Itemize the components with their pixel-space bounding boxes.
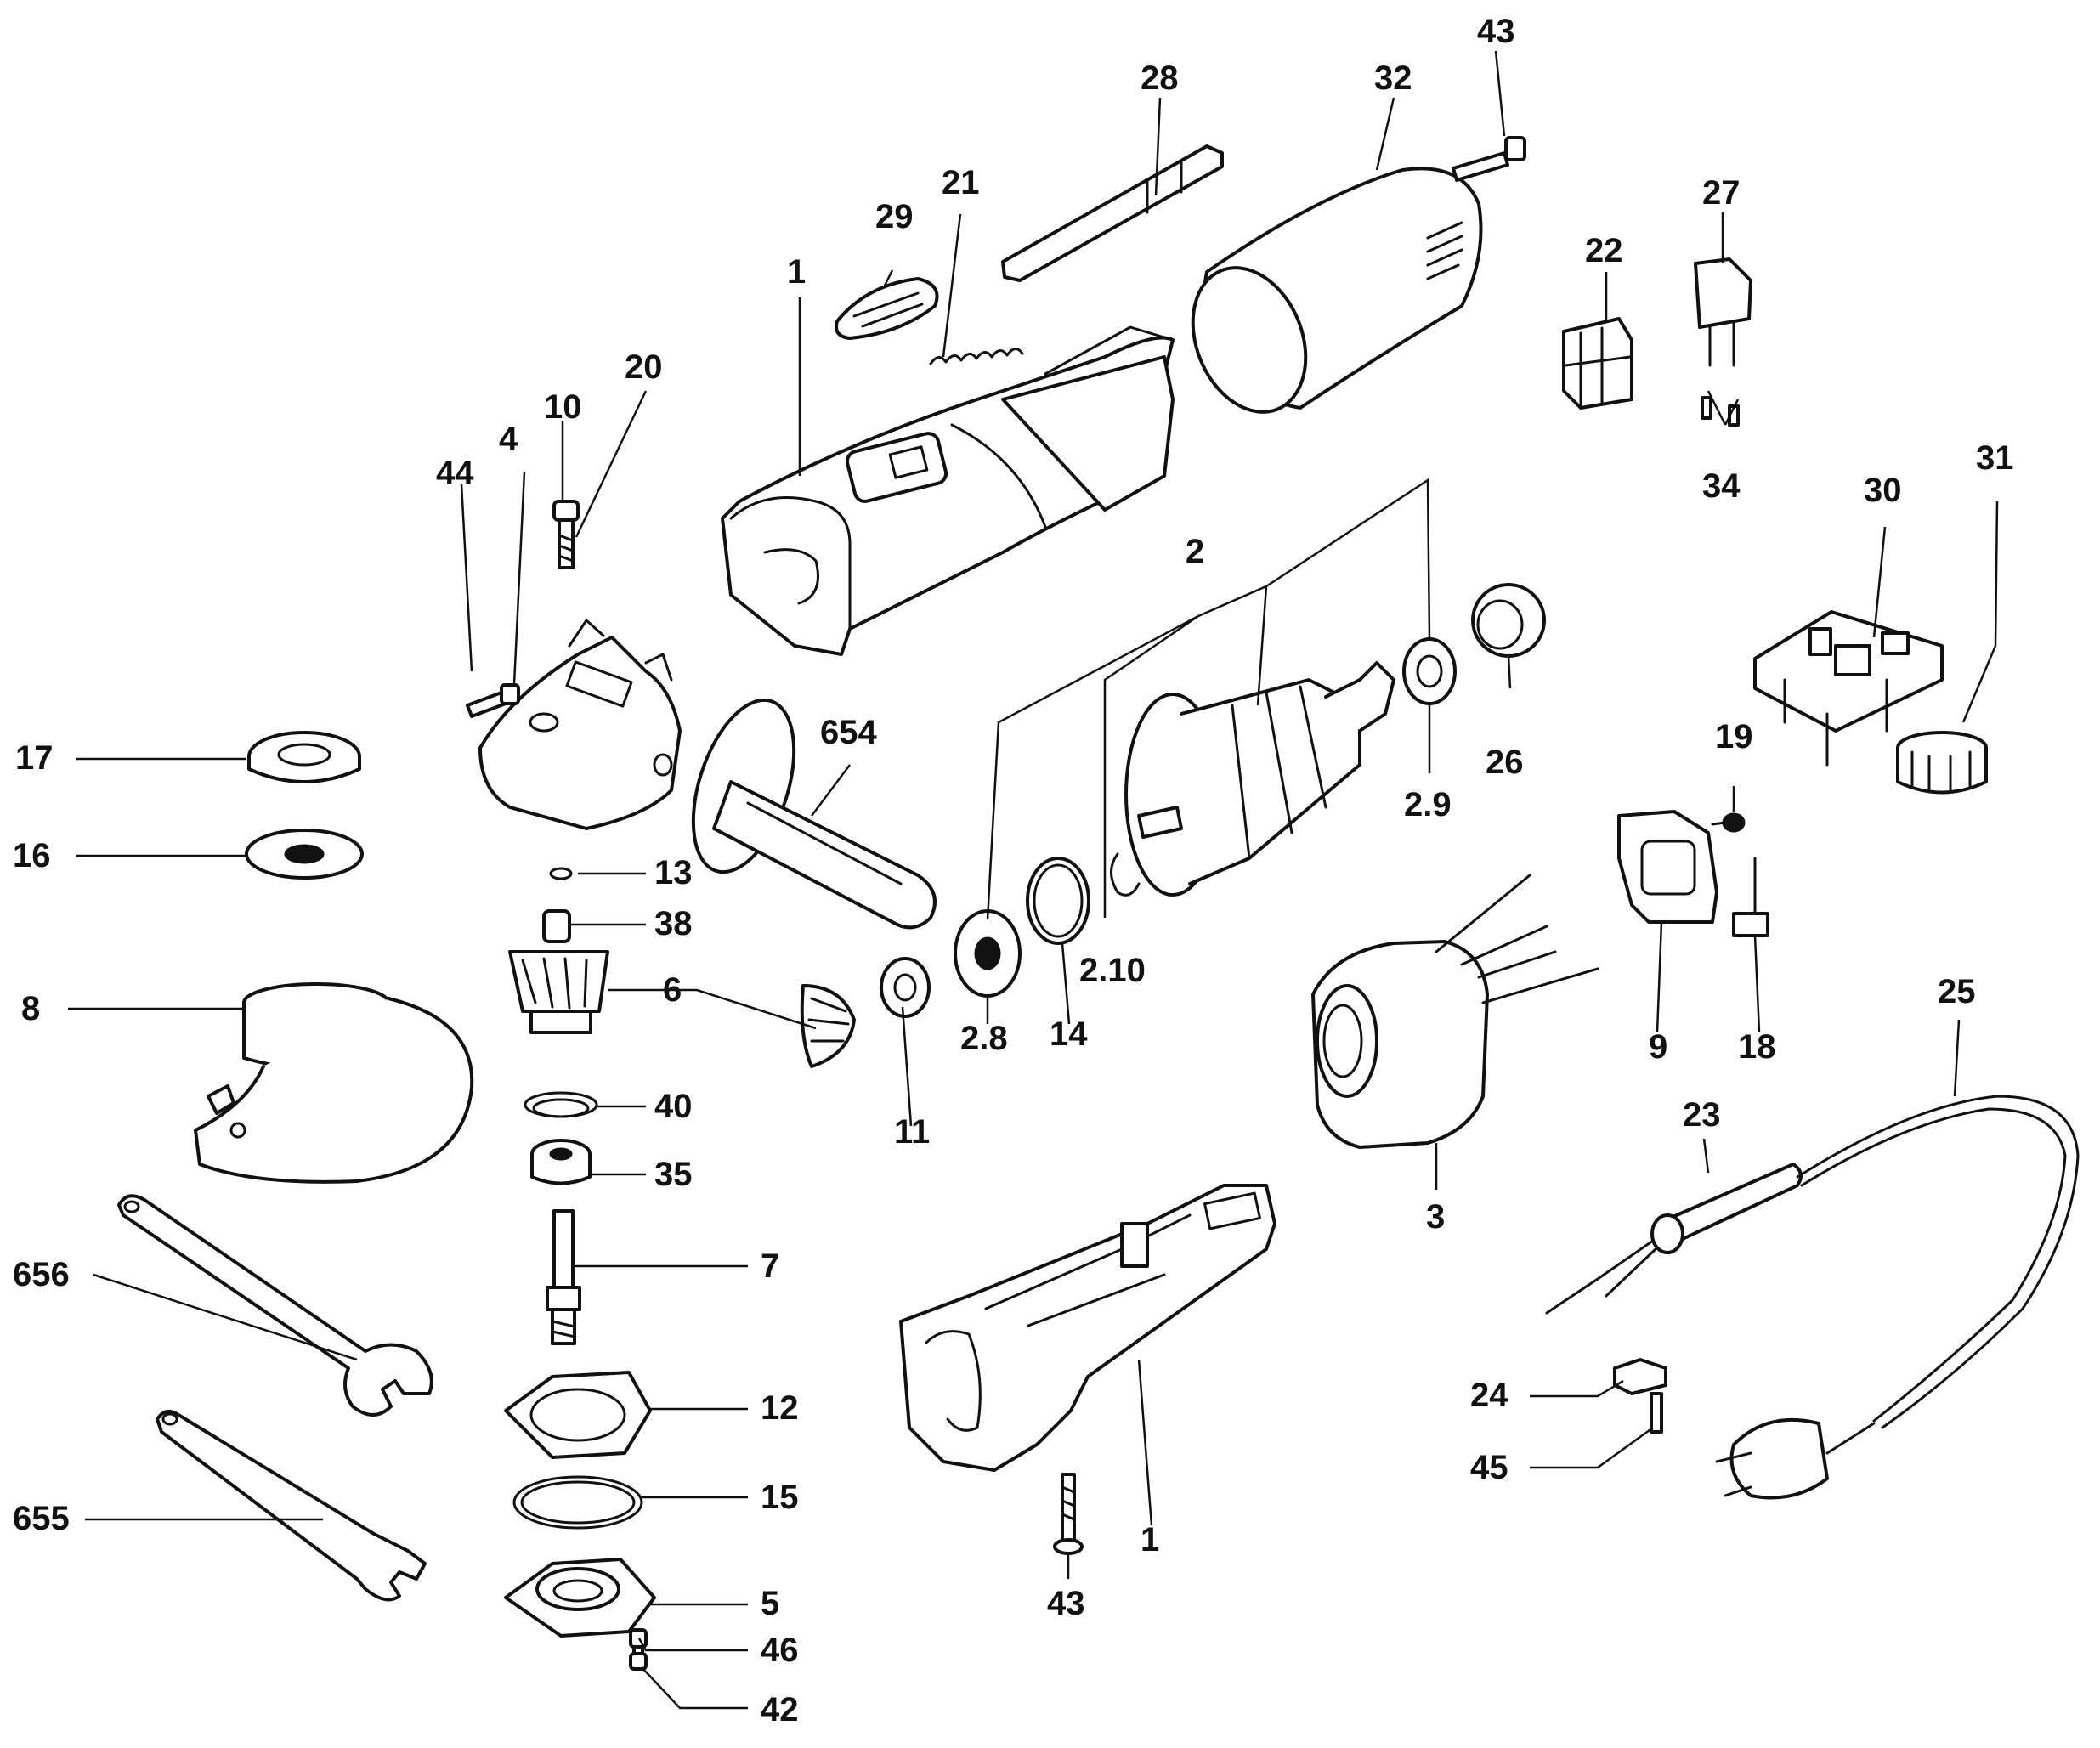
callout-4: 4	[499, 421, 518, 458]
callout-16: 16	[13, 837, 51, 874]
callout-12: 12	[761, 1389, 799, 1427]
part-32-motor-cover	[1191, 167, 1483, 414]
part-26-sleeve	[1471, 583, 1546, 658]
callout-28: 28	[1141, 59, 1179, 97]
callout-19: 19	[1715, 718, 1753, 755]
callout-27: 27	[1702, 174, 1741, 212]
part-655-wrench	[156, 1410, 427, 1602]
callout-18: 18	[1738, 1028, 1776, 1066]
part-17-clamp-nut	[247, 731, 361, 783]
part-23-strain-relief	[1545, 1163, 1803, 1315]
callout-20: 20	[625, 348, 663, 386]
part-11-washer	[880, 957, 931, 1018]
part-19-clip	[1711, 812, 1746, 833]
callout-46: 46	[761, 1632, 799, 1669]
leader-lines	[68, 50, 1999, 1710]
callout-10: 10	[544, 388, 582, 426]
callout-44: 44	[436, 455, 474, 492]
part-5-flange	[504, 1558, 656, 1638]
callout-21: 21	[942, 164, 980, 201]
callout-43-bottom: 43	[1047, 1585, 1085, 1622]
part-43-top-screw	[1452, 136, 1526, 182]
callout-30: 30	[1864, 472, 1902, 509]
part-30-board	[1753, 610, 1944, 767]
callout-labels: 1 21 29 28 32 43 22 27 34 30 31 20 10 4 …	[13, 13, 2014, 1728]
callout-3: 3	[1426, 1198, 1445, 1236]
part-9-bracket	[1617, 810, 1718, 924]
part-38-bushing	[542, 909, 571, 943]
callout-32: 32	[1374, 59, 1412, 97]
callout-29: 29	[875, 198, 914, 235]
callout-5: 5	[761, 1585, 779, 1622]
callout-34: 34	[1702, 467, 1741, 505]
part-40-circlip	[524, 1091, 598, 1118]
callout-1-upper: 1	[787, 253, 806, 291]
callout-24: 24	[1470, 1377, 1508, 1414]
part-44-screw	[466, 683, 520, 718]
part-3-field-coil	[1311, 874, 1599, 1149]
callout-2-9: 2.9	[1404, 786, 1452, 823]
part-43-bottom-screw	[1053, 1473, 1084, 1555]
callout-45: 45	[1470, 1449, 1508, 1486]
part-7-spindle	[546, 1209, 581, 1345]
part-45-screw	[1650, 1392, 1663, 1434]
part-654-side-handle	[691, 698, 937, 930]
part-22-brush-block	[1562, 317, 1633, 410]
part-2-9-bearing	[1402, 637, 1457, 705]
callout-31: 31	[1976, 439, 2014, 477]
callout-9: 9	[1649, 1028, 1667, 1066]
part-31-knob	[1896, 731, 1988, 795]
part-2-armature	[1124, 661, 1395, 897]
part-24-cord-clamp	[1613, 1358, 1667, 1395]
callout-2-8: 2.8	[960, 1020, 1008, 1057]
callout-8: 8	[21, 990, 40, 1027]
part-14-oring	[1026, 857, 1090, 945]
callout-11: 11	[894, 1113, 930, 1151]
callout-35: 35	[654, 1156, 693, 1193]
callout-1-lower: 1	[1141, 1521, 1159, 1558]
part-29-switch-button	[835, 277, 939, 340]
part-4-gearhead	[478, 619, 682, 830]
part-10-screw	[552, 500, 580, 569]
part-6-pinion	[800, 984, 856, 1068]
part-16-flange	[245, 829, 364, 880]
callout-2-10: 2.10	[1079, 952, 1146, 989]
callout-40: 40	[654, 1088, 693, 1125]
callout-17: 17	[15, 739, 54, 777]
callout-22: 22	[1585, 232, 1623, 269]
callout-2: 2	[1186, 533, 1204, 570]
part-21-spring	[929, 348, 1024, 365]
callout-7: 7	[761, 1247, 779, 1285]
callout-42: 42	[761, 1691, 799, 1728]
callout-654: 654	[820, 714, 877, 751]
part-12-gasket	[504, 1371, 652, 1459]
part-18-terminal	[1732, 857, 1769, 937]
part-1-lower-housing	[899, 1184, 1276, 1472]
part-2-8-bearing	[954, 909, 1022, 998]
callout-13: 13	[654, 854, 693, 891]
part-27-capacitor	[1694, 257, 1752, 427]
part-8-wheel-guard	[194, 982, 474, 1184]
part-6-bevel-gear	[508, 950, 609, 1034]
callout-6: 6	[663, 971, 682, 1009]
part-35-bearing	[530, 1139, 592, 1185]
callout-655: 655	[13, 1500, 70, 1537]
callout-14: 14	[1050, 1015, 1088, 1053]
callout-38: 38	[654, 905, 693, 942]
part-2-10-circlip	[1110, 852, 1141, 897]
part-28-bar	[1001, 144, 1224, 282]
callout-43-top: 43	[1477, 13, 1515, 50]
part-656-wrench	[117, 1194, 433, 1417]
callout-23: 23	[1683, 1096, 1721, 1134]
part-25-power-cord	[1715, 1095, 2080, 1500]
part-46-42-screws	[629, 1628, 648, 1671]
part-15-oring	[512, 1475, 643, 1530]
callout-26: 26	[1486, 744, 1524, 781]
callout-15: 15	[761, 1479, 799, 1516]
part-13-ring	[549, 867, 573, 880]
callout-656: 656	[13, 1256, 70, 1293]
part-1-upper-housing	[721, 325, 1175, 656]
callout-25: 25	[1938, 973, 1976, 1010]
